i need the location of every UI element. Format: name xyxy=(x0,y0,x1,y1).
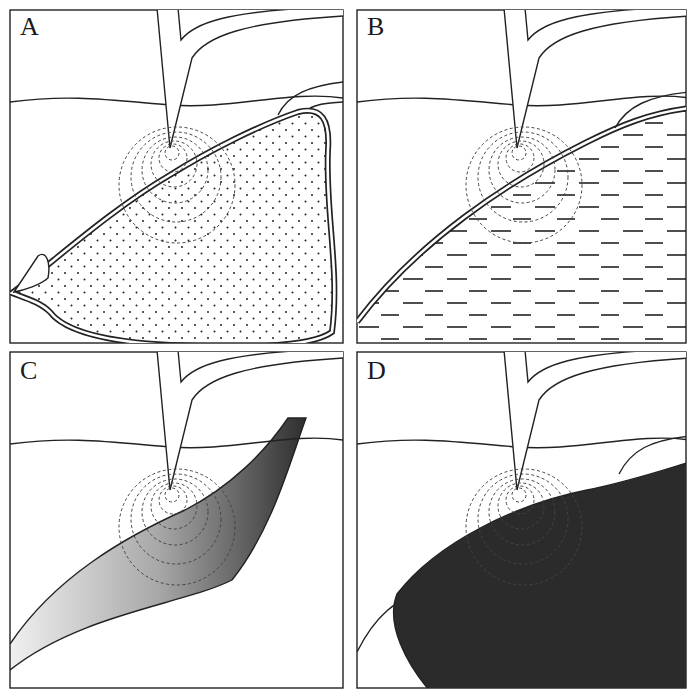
panel-label: D xyxy=(365,358,388,384)
panel-label: A xyxy=(18,14,41,40)
panel-label: C xyxy=(18,358,39,384)
panel-label: B xyxy=(365,14,386,40)
